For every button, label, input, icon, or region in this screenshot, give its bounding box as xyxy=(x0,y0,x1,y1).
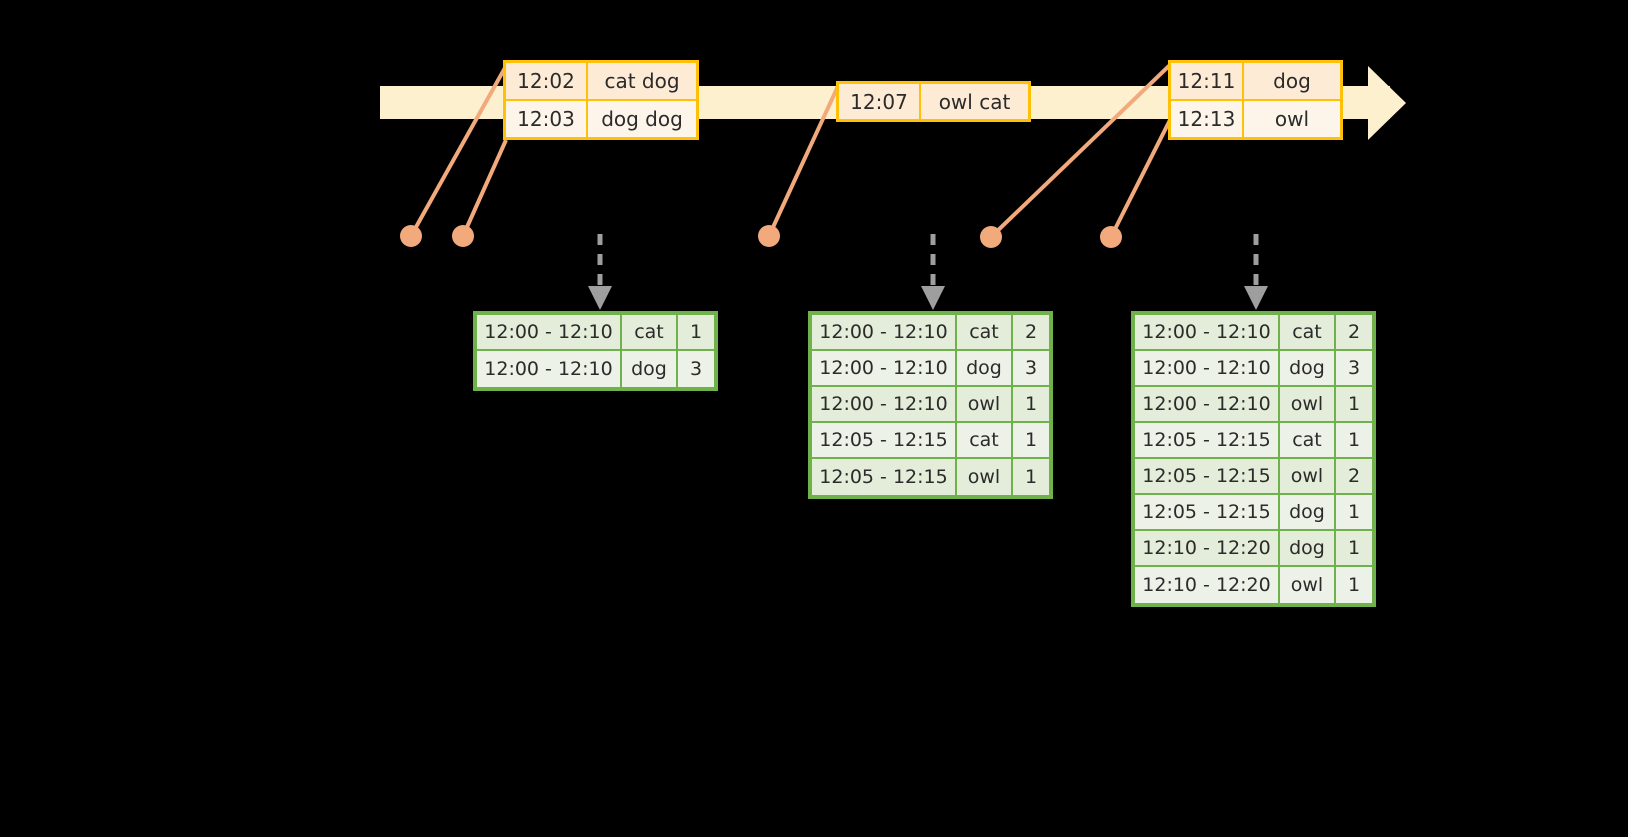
cell-count: 1 xyxy=(1013,459,1049,495)
event-time: 12:03 xyxy=(506,101,588,137)
event-words: owl cat xyxy=(938,89,1011,114)
event-time: 12:02 xyxy=(506,63,588,99)
event-words: cat dog xyxy=(604,69,680,93)
cell-word: dog xyxy=(622,351,678,387)
cell-window: 12:00 - 12:10 xyxy=(812,351,957,387)
event-dot-12-11[interactable] xyxy=(980,226,1002,248)
cell-count: 1 xyxy=(1013,423,1049,459)
event-dot-12-03[interactable] xyxy=(452,225,474,247)
cell-count: 2 xyxy=(1336,459,1372,495)
cell-word: cat xyxy=(1280,315,1336,351)
event-dot-12-13[interactable] xyxy=(1100,226,1122,248)
event-words: dog xyxy=(1273,69,1311,93)
dashed-arrow-down-icon-1 xyxy=(588,234,612,310)
event-words: owl xyxy=(1274,107,1310,131)
cell-count: 1 xyxy=(1336,567,1372,603)
event-dot-12-02[interactable] xyxy=(400,225,422,247)
cell-window: 12:00 - 12:10 xyxy=(477,315,622,351)
event-row: 12:13 owl xyxy=(1171,99,1340,137)
cell-word: owl xyxy=(957,387,1013,423)
cell-word: dog xyxy=(1280,495,1336,531)
cell-count: 3 xyxy=(678,351,714,387)
cell-word: dog xyxy=(1280,351,1336,387)
cell-word: owl xyxy=(957,459,1013,495)
cell-window: 12:05 - 12:15 xyxy=(812,459,957,495)
cell-count: 2 xyxy=(1013,315,1049,351)
cell-window: 12:00 - 12:10 xyxy=(812,387,957,423)
cell-window: 12:00 - 12:10 xyxy=(477,351,622,387)
cell-window: 12:00 - 12:10 xyxy=(1135,387,1280,423)
dashed-arrow-down-icon-2 xyxy=(921,234,945,310)
cell-window: 12:00 - 12:10 xyxy=(1135,351,1280,387)
cell-window: 12:05 - 12:15 xyxy=(1135,459,1280,495)
cell-window: 12:00 - 12:10 xyxy=(812,315,957,351)
event-row: 12:07 owl cat xyxy=(839,84,1028,119)
event-box-3[interactable]: 12:11 dog 12:13 owl xyxy=(1168,60,1343,140)
cell-count: 1 xyxy=(1013,387,1049,423)
cell-window: 12:05 - 12:15 xyxy=(1135,495,1280,531)
cell-window: 12:05 - 12:15 xyxy=(1135,423,1280,459)
event-box-1[interactable]: 12:02 cat dog 12:03 dog dog xyxy=(503,60,699,140)
cell-word: dog xyxy=(957,351,1013,387)
cell-count: 3 xyxy=(1336,351,1372,387)
dashed-arrow-down-icon-3 xyxy=(1244,234,1268,310)
cell-count: 1 xyxy=(678,315,714,351)
cell-word: cat xyxy=(1280,423,1336,459)
event-box-2[interactable]: 12:07 owl cat xyxy=(836,81,1031,122)
event-time: 12:11 xyxy=(1171,63,1244,99)
cell-word: dog xyxy=(1280,531,1336,567)
cell-count: 1 xyxy=(1336,387,1372,423)
cell-count: 3 xyxy=(1013,351,1049,387)
cell-word: cat xyxy=(622,315,678,351)
event-dot-12-07[interactable] xyxy=(758,225,780,247)
cell-word: owl xyxy=(1280,387,1336,423)
event-time: 12:07 xyxy=(839,84,921,119)
cell-count: 1 xyxy=(1336,495,1372,531)
cell-window: 12:05 - 12:15 xyxy=(812,423,957,459)
cell-window: 12:10 - 12:20 xyxy=(1135,567,1280,603)
cell-count: 1 xyxy=(1336,531,1372,567)
event-row: 12:02 cat dog xyxy=(506,63,696,99)
event-row: 12:03 dog dog xyxy=(506,99,696,137)
cell-count: 1 xyxy=(1336,423,1372,459)
cell-word: cat xyxy=(957,423,1013,459)
event-row: 12:11 dog xyxy=(1171,63,1340,99)
timeline-arrowhead-icon xyxy=(1368,66,1406,140)
cell-word: cat xyxy=(957,315,1013,351)
cell-word: owl xyxy=(1280,567,1336,603)
cell-window: 12:10 - 12:20 xyxy=(1135,531,1280,567)
event-words: dog dog xyxy=(601,107,683,131)
cell-window: 12:00 - 12:10 xyxy=(1135,315,1280,351)
cell-count: 2 xyxy=(1336,315,1372,351)
cell-word: owl xyxy=(1280,459,1336,495)
event-time: 12:13 xyxy=(1171,101,1244,137)
